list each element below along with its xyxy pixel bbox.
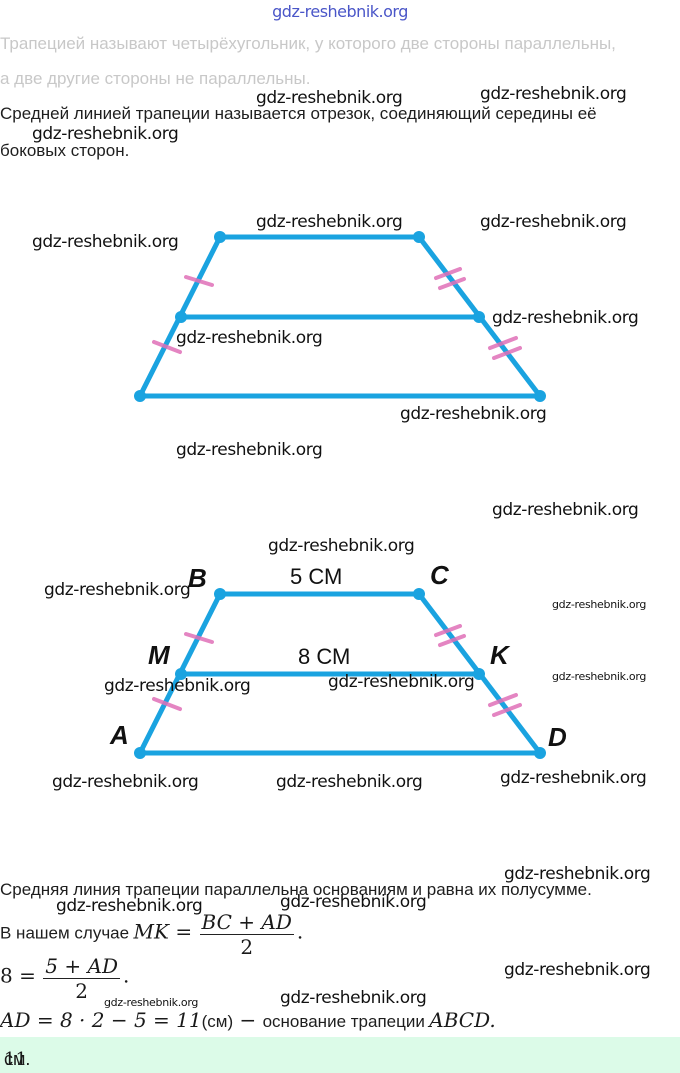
watermark: gdz-reshebnik.org [280,988,427,1008]
tick-mark [152,697,182,711]
fraction-eq2: 5 + AD 2 [43,954,120,1003]
watermark: gdz-reshebnik.org [480,84,627,104]
label-k: K [490,640,511,670]
final-equation: AD = 8 · 2 − 5 = 11(см) − основание трап… [0,1008,496,1032]
case-prefix: В нашем случае [0,923,130,943]
tick-mark [488,693,518,707]
tick-mark [152,340,182,354]
watermark: gdz-reshebnik.org [176,440,323,460]
watermark: gdz-reshebnik.org [492,308,639,328]
final-dash: − [233,1008,263,1032]
watermark: gdz-reshebnik.org [276,772,423,792]
vertex [473,311,485,323]
watermark: gdz-reshebnik.org [504,864,651,884]
watermark: gdz-reshebnik.org [52,772,199,792]
vertex-a [134,747,146,759]
tick-mark [184,275,214,287]
watermark: gdz-reshebnik.org [280,892,427,912]
label-c: C [430,560,450,590]
label-d: D [548,722,567,752]
length-bc: 5 СМ [290,564,342,589]
label-a: A [109,720,129,750]
tick-mark [488,336,518,350]
final-math: AD = 8 · 2 − 5 = 11 [0,1008,202,1032]
vertex [134,390,146,402]
answer-value: 11 [4,1049,27,1070]
final-name: ABCD. [429,1008,496,1032]
equation-2: 8 = 5 + AD 2 . [0,954,130,1003]
watermark: gdz-reshebnik.org [56,896,203,916]
vertex-m [175,668,187,680]
watermark: gdz-reshebnik.org [256,88,403,108]
vertex-b [214,588,226,600]
watermark: gdz-reshebnik.org [256,212,403,232]
label-m: M [148,640,171,670]
watermark: gdz-reshebnik.org [328,672,475,692]
watermark: gdz-reshebnik.org [504,960,651,980]
intro-line-2: а две другие стороны не параллельны. [0,69,311,88]
definition-line-1: Средней линией трапеции называется отрез… [0,104,597,123]
denominator: 2 [240,935,254,959]
fraction-mk: BC + AD 2 [199,910,294,959]
definition-line-2: боковых сторон. [0,141,130,160]
numerator: 5 + AD [43,954,120,979]
denominator: 2 [75,979,88,1003]
trapezoid-diagram-2: B C M K A D 5 СМ 8 СМ [109,560,567,759]
answer-unit: см. [4,1049,31,1069]
vertex [534,390,546,402]
eq2-lhs: 8 = [0,963,36,988]
watermark: gdz-reshebnik.org [480,212,627,232]
tick-mark [492,703,522,717]
tick-mark [438,277,466,290]
midline-rule: Средняя линия трапеции параллельна основ… [0,880,592,899]
watermark: gdz-reshebnik.org [492,500,639,520]
watermark: gdz-reshebnik.org [552,598,647,611]
watermark: gdz-reshebnik.org [44,580,191,600]
watermark: gdz-reshebnik.org [176,328,323,348]
watermark: gdz-reshebnik.org [104,676,251,696]
tick-mark [184,632,214,644]
tick-mark [434,624,462,637]
watermark: gdz-reshebnik.org [552,670,647,683]
equation-mk: В нашем случае MK = BC + AD 2 . [0,910,304,959]
vertex [413,231,425,243]
watermark: gdz-reshebnik.org [104,996,199,1009]
length-mk: 8 СМ [298,644,350,669]
site-link[interactable]: gdz-reshebnik.org [272,2,408,21]
vertex-d [534,747,546,759]
vertex [214,231,226,243]
tick-mark [438,634,466,647]
watermark: gdz-reshebnik.org [268,536,415,556]
final-unit: (см) [201,1012,234,1031]
numerator: BC + AD [199,910,294,935]
tick-mark [434,267,462,280]
final-text: основание трапеции [262,1012,425,1031]
intro-line-1: Трапецией называют четырёхугольник, у ко… [0,34,616,53]
watermark: gdz-reshebnik.org [32,232,179,252]
watermark: gdz-reshebnik.org [32,124,179,144]
mk-lhs: MK = [133,919,193,944]
vertex-c [413,588,425,600]
vertex [175,311,187,323]
answer-box: 11 см. [0,1037,680,1073]
watermark: gdz-reshebnik.org [500,768,647,788]
vertex-k [473,668,485,680]
watermark: gdz-reshebnik.org [400,404,547,424]
tick-mark [492,346,522,360]
label-b: B [188,563,207,593]
